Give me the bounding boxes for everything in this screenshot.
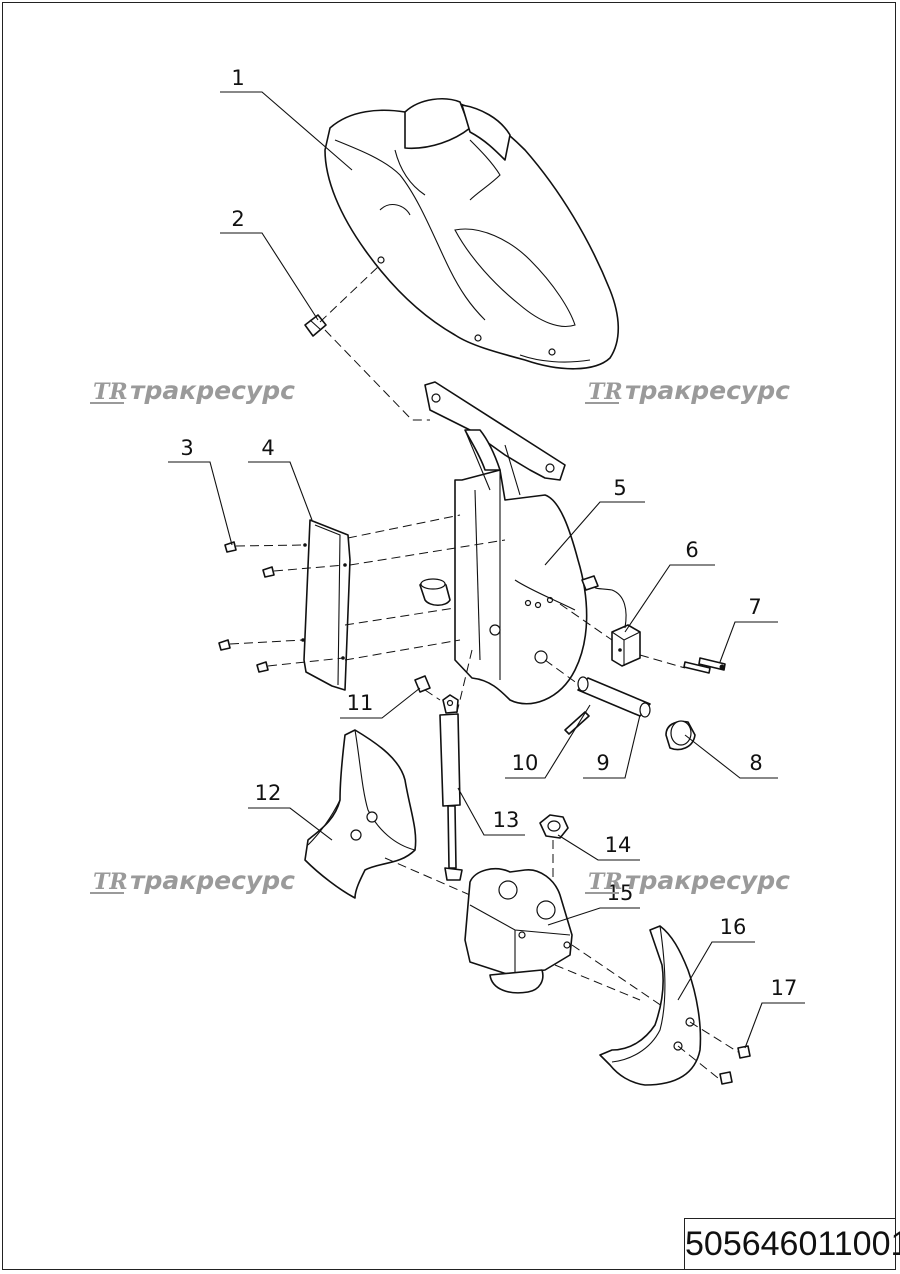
part-9-pin bbox=[577, 676, 651, 718]
callout-6: 6 bbox=[685, 538, 698, 562]
watermark-bottom-right: TR тракресурс bbox=[585, 866, 790, 895]
bushing-upper bbox=[419, 578, 451, 607]
assembly-line-6-to-5 bbox=[559, 603, 613, 641]
assembly-lines-3-4-5 bbox=[229, 514, 506, 667]
watermark-text: тракресурс bbox=[130, 376, 295, 405]
assembly-line-11 bbox=[424, 689, 441, 701]
callout-13: 13 bbox=[493, 808, 520, 832]
callout-10: 10 bbox=[512, 751, 539, 775]
assembly-line-12-to-15 bbox=[384, 857, 471, 896]
callout-16: 16 bbox=[720, 915, 747, 939]
part-13-gas-strut bbox=[439, 694, 463, 881]
callout-7: 7 bbox=[748, 595, 761, 619]
part-17-screws bbox=[719, 1045, 751, 1085]
assembly-line-9-to-5 bbox=[544, 659, 579, 685]
part-16-right-cover bbox=[599, 925, 702, 1086]
part-6-switch bbox=[581, 575, 641, 667]
watermark-text: тракресурс bbox=[130, 866, 295, 895]
part-12-left-cover bbox=[304, 729, 417, 899]
assembly-line-2-to-5 bbox=[324, 329, 430, 421]
part-14-nut bbox=[539, 814, 569, 839]
assembly-line-5-to-13 bbox=[454, 649, 473, 721]
watermark-bottom-left: TR тракресурс bbox=[90, 866, 295, 895]
assembly-line-15-to-16 bbox=[554, 964, 641, 1001]
callout-11: 11 bbox=[347, 691, 374, 715]
watermark-top-right: TR тракресурс bbox=[585, 376, 790, 405]
leader-lines bbox=[168, 91, 805, 1049]
assembly-line-7-to-6 bbox=[639, 654, 686, 669]
document-number: 505646011001 bbox=[684, 1218, 900, 1270]
part-8-bushing bbox=[665, 720, 696, 751]
callout-17: 17 bbox=[771, 976, 798, 1000]
watermark-text: тракресурс bbox=[625, 376, 790, 405]
callout-4: 4 bbox=[261, 436, 274, 460]
part-11-screw bbox=[414, 675, 431, 693]
part-2-bolt bbox=[304, 314, 327, 337]
part-3-screws bbox=[218, 541, 275, 673]
callout-3: 3 bbox=[180, 436, 193, 460]
watermark-text: тракресурс bbox=[625, 866, 790, 895]
watermark-logo: TR bbox=[588, 869, 623, 895]
callout-14: 14 bbox=[605, 833, 632, 857]
assembly-line-2-to-1 bbox=[319, 264, 381, 323]
assembly-line-17b bbox=[677, 1045, 719, 1079]
part-4-plate bbox=[301, 519, 351, 691]
callout-2: 2 bbox=[231, 207, 244, 231]
part-5-bracket bbox=[424, 381, 588, 705]
callout-5: 5 bbox=[613, 476, 626, 500]
part-15-base-housing bbox=[464, 868, 573, 994]
watermark-logo: TR bbox=[93, 379, 128, 405]
watermark-logo: TR bbox=[93, 869, 128, 895]
callout-8: 8 bbox=[749, 751, 762, 775]
callout-labels: 1 2 3 4 5 6 7 8 9 10 11 12 13 14 15 16 1… bbox=[180, 66, 797, 1000]
callout-12: 12 bbox=[255, 781, 282, 805]
callout-9: 9 bbox=[596, 751, 609, 775]
part-7-screws bbox=[683, 657, 726, 674]
part-10-roll-pin bbox=[564, 711, 590, 735]
watermark-top-left: TR тракресурс bbox=[90, 376, 295, 405]
callout-1: 1 bbox=[231, 66, 244, 90]
assembly-line-17a bbox=[689, 1021, 739, 1053]
watermark-logo: TR bbox=[588, 379, 623, 405]
part-1-housing-shell bbox=[324, 98, 620, 370]
